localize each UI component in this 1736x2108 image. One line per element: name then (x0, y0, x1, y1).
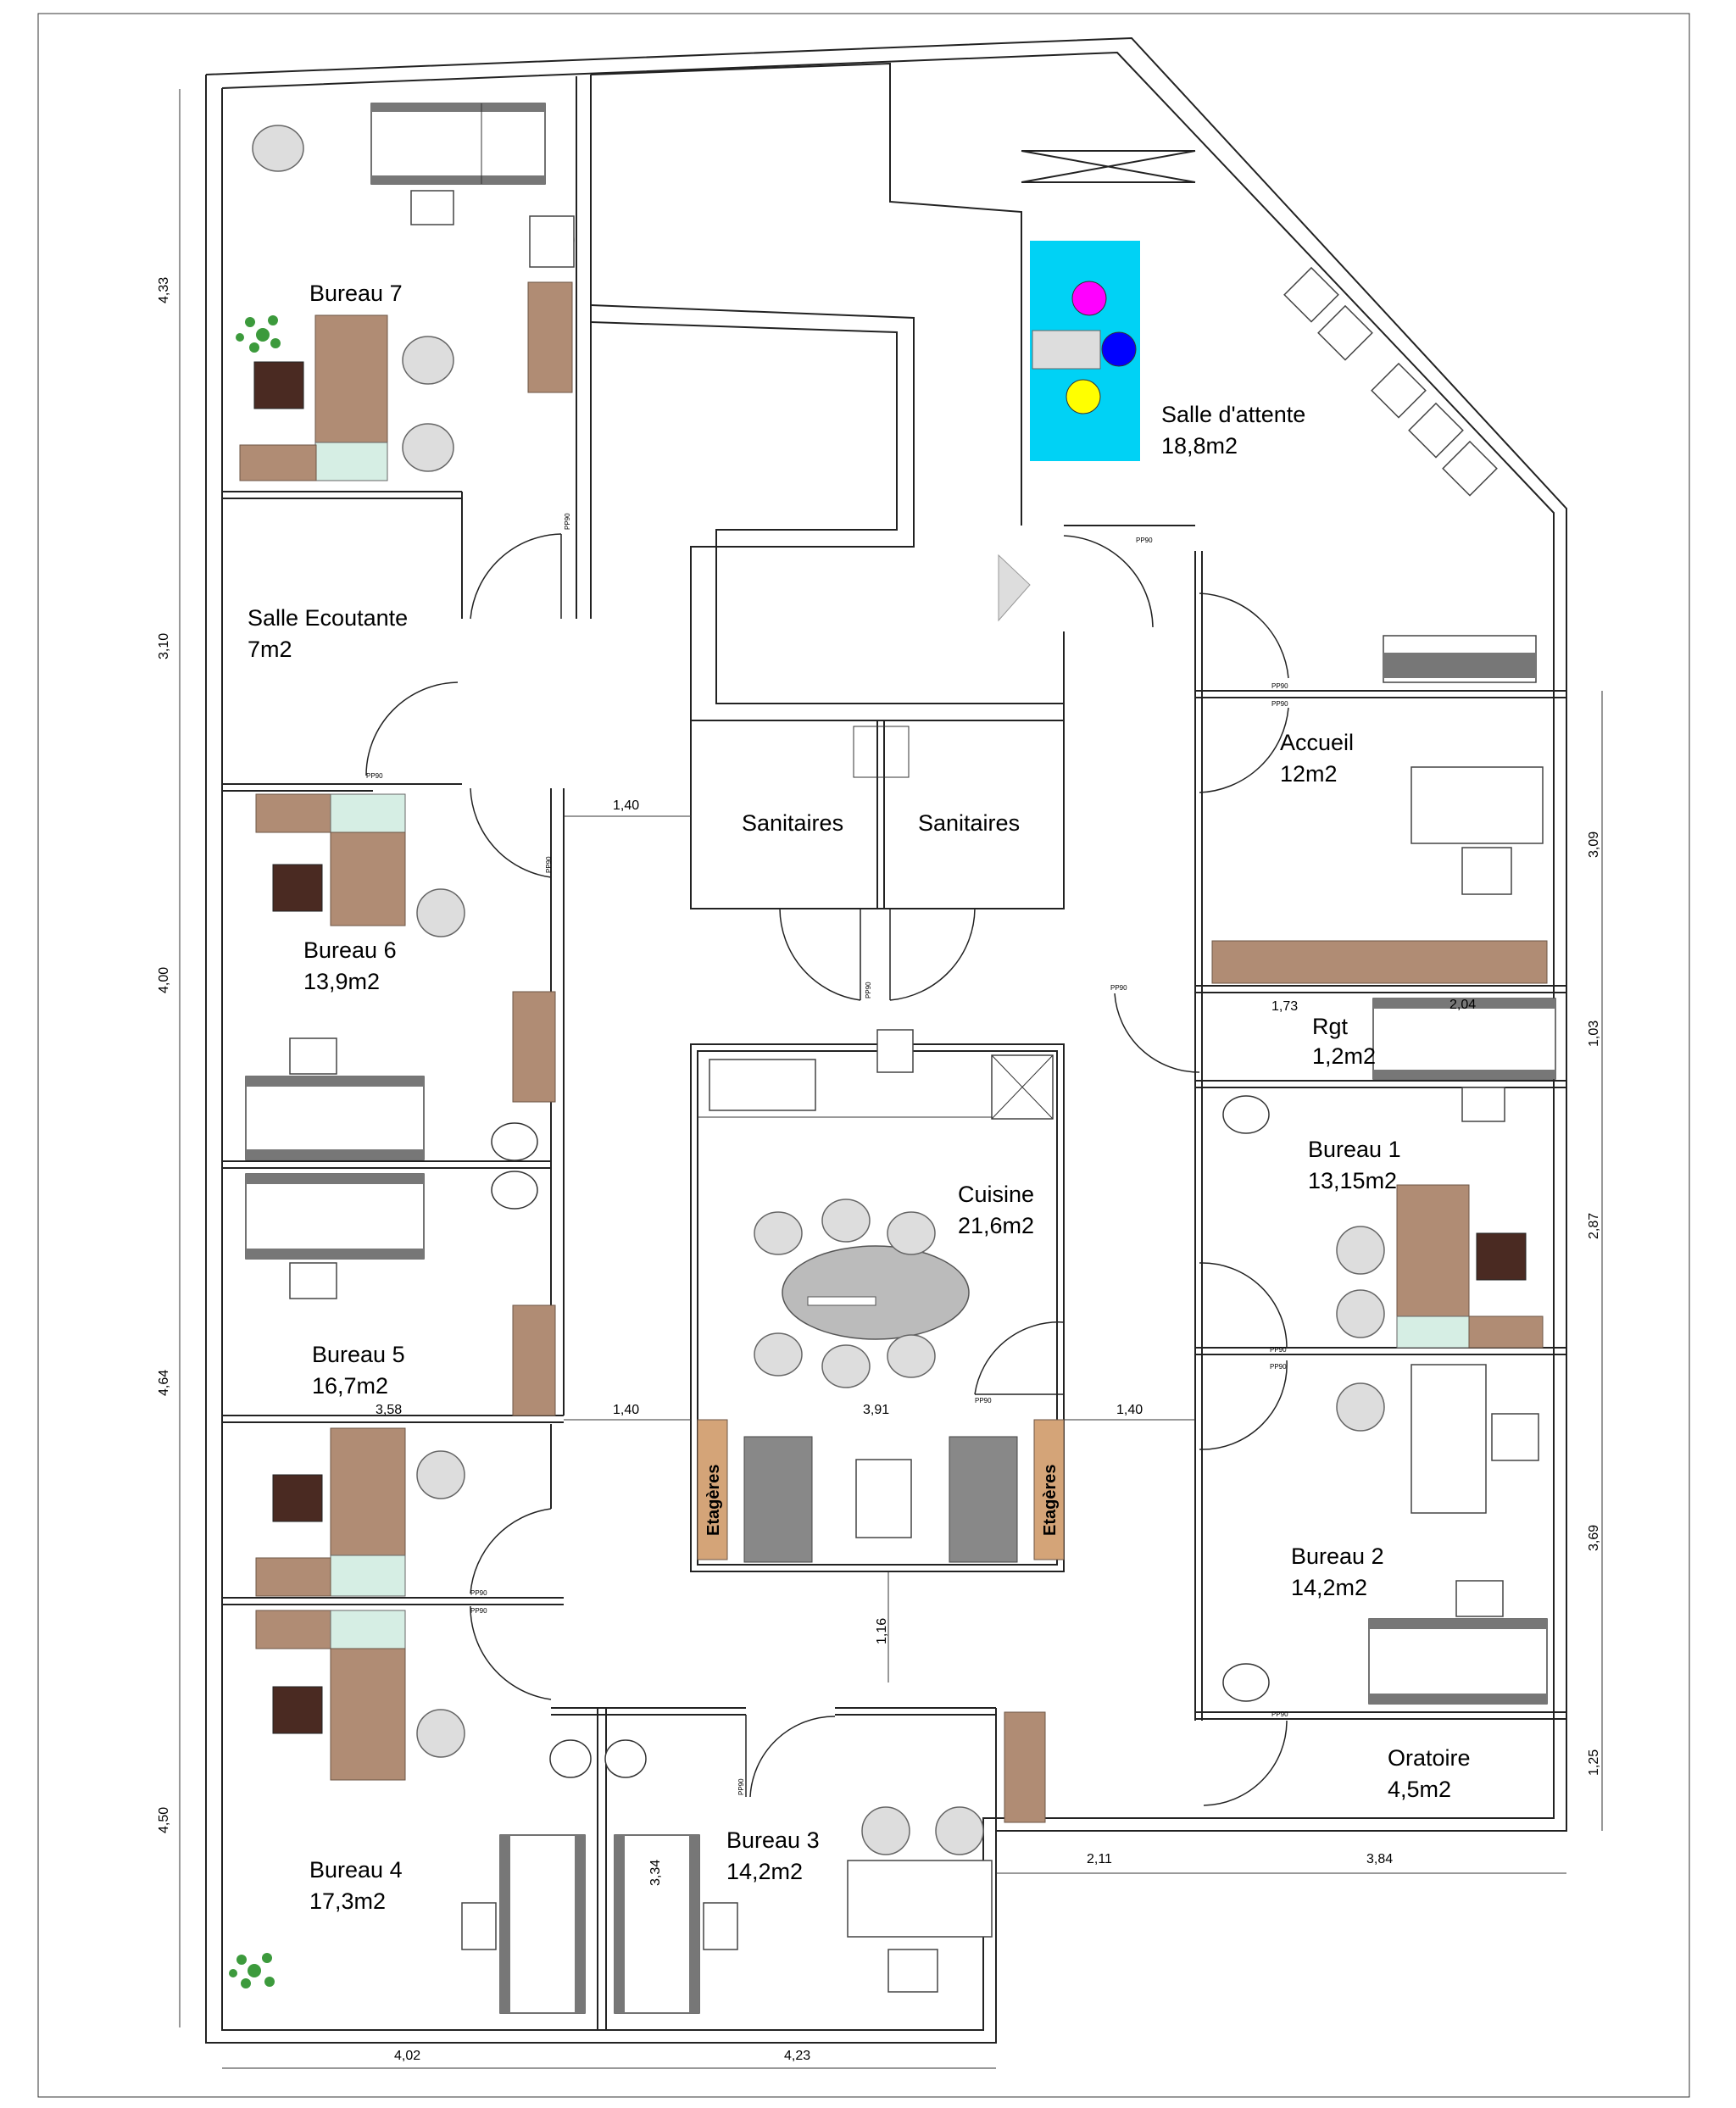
door-label-14: PP90 (865, 982, 872, 998)
room-area-accueil: 12m2 (1280, 761, 1338, 787)
dim-left-3: 4,00 (157, 967, 171, 993)
door-label-10: PP90 (470, 1607, 487, 1615)
room-name-bureau-6: Bureau 6 (303, 937, 397, 963)
dim-interior-7: 2,04 (1449, 998, 1476, 1012)
door-label-2: PP90 (1136, 537, 1153, 544)
dim-interior-8: 1,16 (875, 1618, 889, 1644)
room-area-rgt: 1,2m2 (1312, 1043, 1376, 1069)
dim-bottom-1: 4,02 (394, 2049, 420, 2063)
dim-right-4: 3,69 (1587, 1525, 1601, 1551)
room-name-bureau-7: Bureau 7 (309, 281, 403, 306)
room-area-bureau-6: 13,9m2 (303, 969, 380, 994)
room-area-salle-attente: 18,8m2 (1161, 433, 1238, 459)
room-labels: Bureau 7 Salle d'attente 18,8m2 Salle Ec… (248, 281, 1471, 1914)
dim-interior-9: 3,34 (648, 1860, 663, 1886)
dim-right-5: 1,25 (1587, 1749, 1601, 1776)
room-area-bureau-2: 14,2m2 (1291, 1575, 1367, 1600)
door-labels: PP90 PP90 PP90 PP90 PP90 PP90 PP90 PP90 … (366, 513, 1288, 1795)
door-label-13: PP90 (545, 856, 553, 873)
room-name-bureau-4: Bureau 4 (309, 1857, 403, 1883)
room-name-salle-ecoutante: Salle Ecoutante (248, 605, 408, 631)
door-label-1: PP90 (366, 772, 383, 780)
sheet-frame (37, 13, 1690, 2098)
dim-right-1: 3,09 (1587, 832, 1601, 858)
room-name-rgt: Rgt (1312, 1014, 1349, 1039)
door-label-5: PP90 (1110, 984, 1127, 992)
room-name-sanitaires-1: Sanitaires (742, 810, 843, 836)
dim-lower-right-2: 3,84 (1366, 1852, 1393, 1866)
door-label-4: PP90 (1271, 700, 1288, 708)
room-area-bureau-1: 13,15m2 (1308, 1168, 1397, 1193)
room-name-bureau-2: Bureau 2 (1291, 1543, 1384, 1569)
dim-interior-4: 3,58 (376, 1403, 402, 1417)
room-name-sanitaires-2: Sanitaires (918, 810, 1020, 836)
dim-right-3: 2,87 (1587, 1213, 1601, 1239)
outer-walls (205, 36, 1567, 2044)
room-area-bureau-3: 14,2m2 (726, 1859, 803, 1884)
room-name-salle-attente: Salle d'attente (1161, 402, 1305, 427)
dim-left-4: 4,64 (157, 1370, 171, 1396)
room-name-accueil: Accueil (1280, 730, 1354, 755)
dim-left-1: 4,33 (157, 277, 171, 303)
room-area-cuisine: 21,6m2 (958, 1213, 1034, 1238)
dim-left-5: 4,50 (157, 1807, 171, 1833)
dim-left-2: 3,10 (157, 633, 171, 659)
door-label-3: PP90 (1271, 682, 1288, 690)
dim-right-2: 1,03 (1587, 1021, 1601, 1047)
room-name-cuisine: Cuisine (958, 1182, 1034, 1207)
room-area-oratoire: 4,5m2 (1388, 1777, 1451, 1802)
door-label-9: PP90 (470, 1589, 487, 1597)
room-area-bureau-4: 17,3m2 (309, 1888, 386, 1914)
door-label-6: PP90 (1270, 1346, 1287, 1354)
dimension-labels: 4,33 3,10 4,00 4,64 4,50 3,09 1,03 2,87 … (157, 277, 1601, 2063)
dim-interior-1: 1,40 (613, 798, 639, 813)
room-name-bureau-1: Bureau 1 (1308, 1137, 1401, 1162)
shelf-labels: Etagères Etagères (704, 1465, 1060, 1537)
dim-lower-right-1: 2,11 (1087, 1852, 1112, 1866)
dim-bottom-2: 4,23 (784, 2049, 810, 2063)
dim-interior-5: 3,91 (863, 1403, 889, 1417)
dimension-lines (179, 89, 1603, 2069)
dim-interior-6: 1,73 (1271, 999, 1298, 1014)
dim-interior-2: 1,40 (613, 1403, 639, 1417)
room-name-bureau-3: Bureau 3 (726, 1827, 820, 1853)
door-label-11: PP90 (1271, 1710, 1288, 1718)
room-area-salle-ecoutante: 7m2 (248, 637, 292, 662)
doors (365, 533, 1289, 1806)
room-area-bureau-5: 16,7m2 (312, 1373, 388, 1399)
room-name-oratoire: Oratoire (1388, 1745, 1471, 1771)
door-label-8: PP90 (975, 1397, 992, 1404)
shelf-label-left: Etagères (704, 1465, 723, 1537)
door-label-12: PP90 (564, 513, 571, 530)
room-name-bureau-5: Bureau 5 (312, 1342, 405, 1367)
dim-interior-3: 1,40 (1116, 1403, 1143, 1417)
door-label-7: PP90 (1270, 1363, 1287, 1371)
shelf-label-right: Etagères (1041, 1465, 1060, 1537)
furniture (229, 103, 1556, 2014)
door-label-15: PP90 (737, 1778, 745, 1795)
